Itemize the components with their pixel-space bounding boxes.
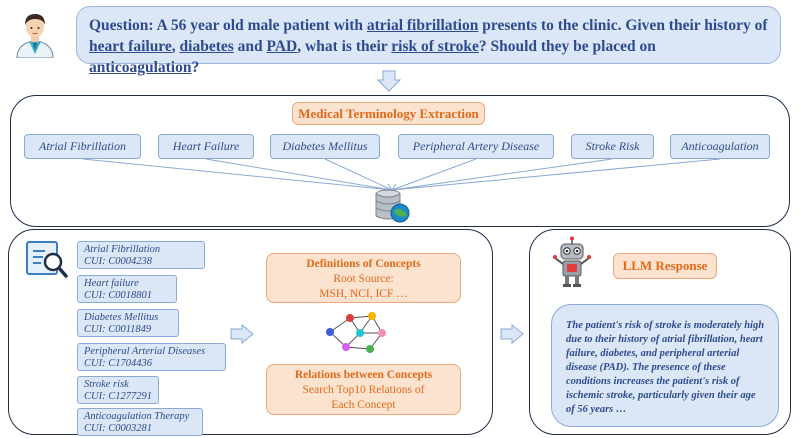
question-bubble: Question: A 56 year old male patient wit… — [76, 6, 781, 76]
definitions-line2: MSH, NCI, ICF … — [319, 288, 408, 300]
definitions-line1: Root Source: — [333, 273, 394, 285]
concept-name: Heart failure — [84, 278, 139, 289]
term-peripheral-artery-disease: Peripheral Artery Disease — [398, 134, 554, 159]
question-text: ? Should they be placed on — [478, 38, 656, 55]
relations-line2: Each Concept — [331, 399, 396, 411]
question-key-term: heart failure — [89, 38, 172, 55]
definitions-box: Definitions of Concepts Root Source: MSH… — [266, 253, 461, 303]
question-text: Question: A 56 year old male patient wit… — [89, 17, 367, 34]
question-key-term: atrial fibrillation — [366, 17, 479, 34]
arrow-down-icon — [376, 70, 402, 92]
question-key-term: diabetes — [179, 38, 234, 55]
concept-item: Peripheral Arterial Diseases CUI: C17044… — [77, 343, 226, 371]
concept-item: Heart failure CUI: C0018801 — [77, 275, 177, 303]
term-heart-failure: Heart Failure — [158, 134, 254, 159]
question-text: and — [233, 38, 267, 55]
graph-network-icon — [322, 311, 392, 357]
robot-icon — [552, 236, 592, 288]
definitions-title: Definitions of Concepts — [306, 258, 421, 270]
concept-name: Stroke risk — [84, 379, 129, 390]
relations-box: Relations between Concepts Search Top10 … — [266, 364, 461, 415]
question-key-term: PAD — [266, 38, 298, 55]
llm-title: LLM Response — [613, 253, 717, 279]
question-text: presents to the clinic. Given their hist… — [478, 17, 768, 34]
extraction-title: Medical Terminology Extraction — [292, 102, 485, 125]
question-key-term: anticoagulation — [89, 59, 192, 76]
term-diabetes-mellitus: Diabetes Mellitus — [270, 134, 380, 159]
term-atrial-fibrillation: Atrial Fibrillation — [24, 134, 141, 159]
concept-name: Anticoagulation Therapy — [84, 411, 190, 422]
concept-cui: CUI: C1704436 — [84, 358, 152, 369]
concept-item: Diabetes Mellitus CUI: C0011849 — [77, 309, 179, 337]
llm-response: The patient's risk of stroke is moderate… — [551, 304, 779, 427]
question-key-term: risk of stroke — [391, 38, 479, 55]
concept-cui: CUI: C0003281 — [84, 423, 152, 434]
concept-cui: CUI: C0004238 — [84, 256, 152, 267]
concept-item: Anticoagulation Therapy CUI: C0003281 — [77, 408, 203, 436]
concept-name: Peripheral Arterial Diseases — [84, 346, 206, 357]
term-anticoagulation: Anticoagulation — [670, 134, 770, 159]
relations-title: Relations between Concepts — [294, 369, 433, 381]
concept-name: Atrial Fibrillation — [84, 244, 161, 255]
question-text: ? — [191, 59, 200, 76]
concept-cui: CUI: C0018801 — [84, 290, 152, 301]
concept-item: Atrial Fibrillation CUI: C0004238 — [77, 241, 205, 269]
database-icon — [373, 188, 411, 224]
concept-cui: CUI: C1277291 — [84, 391, 152, 402]
question-text: , — [171, 38, 180, 55]
search-document-icon — [25, 238, 69, 280]
arrow-right-icon — [230, 323, 254, 345]
arrow-right-icon — [500, 323, 524, 345]
relations-line1: Search Top10 Relations of — [302, 384, 425, 396]
question-text: , what is their — [297, 38, 392, 55]
concept-cui: CUI: C0011849 — [84, 324, 152, 335]
doctor-icon — [12, 10, 58, 59]
concept-name: Diabetes Mellitus — [84, 312, 159, 323]
term-stroke-risk: Stroke Risk — [571, 134, 654, 159]
concept-item: Stroke risk CUI: C1277291 — [77, 376, 159, 404]
